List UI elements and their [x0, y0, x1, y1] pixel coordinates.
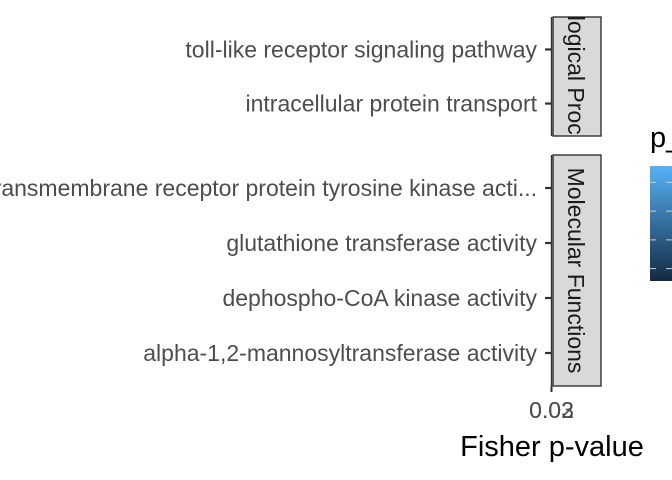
- y-axis-category-label: intracellular protein transport: [246, 91, 538, 117]
- legend-title: p_: [650, 122, 672, 154]
- y-axis-category-label: dephospho-CoA kinase activity: [222, 285, 537, 311]
- legend-colorbar-ticks: [650, 181, 672, 270]
- y-axis-ticks: [545, 48, 551, 355]
- facet-strip-label: Biological Process: [563, 0, 589, 170]
- facet-strip-label: Molecular Functions: [563, 168, 589, 374]
- y-axis-category-label: alpha-1,2-mannosyltransferase activity: [143, 340, 537, 366]
- legend: p_: [650, 122, 672, 281]
- y-axis-category-label: transmembrane receptor protein tyrosine …: [0, 175, 537, 201]
- x-axis-tick-label: 0.02: [529, 397, 574, 423]
- y-axis-labels: toll-like receptor signaling pathway intr…: [0, 36, 538, 366]
- x-axis-title: Fisher p-value: [460, 431, 644, 463]
- x-axis-tick-label: 0.03: [529, 397, 574, 423]
- facet-strip-molecular-functions: Molecular Functions: [552, 154, 602, 387]
- facet-strip-biological-process: Biological Process: [552, 0, 602, 170]
- legend-colorbar: [650, 166, 672, 281]
- x-axis-tick-labels: 0.020.03: [529, 397, 574, 423]
- y-axis-category-label: glutathione transferase activity: [226, 230, 537, 256]
- y-axis-category-label: toll-like receptor signaling pathway: [185, 36, 537, 62]
